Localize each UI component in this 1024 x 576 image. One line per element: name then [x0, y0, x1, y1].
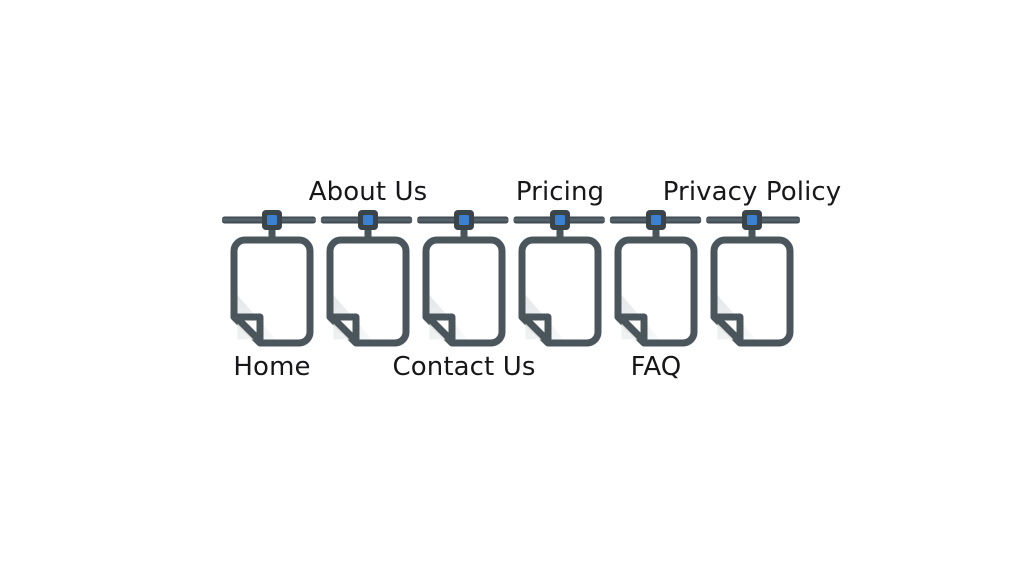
pin-dot-icon	[651, 215, 661, 225]
node-label-pricing: Pricing	[515, 177, 605, 207]
document-fold-corner	[712, 313, 744, 345]
node-stem	[652, 220, 660, 244]
node-label-about-us: About Us	[308, 177, 428, 207]
pin-dot-icon	[459, 215, 469, 225]
node-pricing[interactable]	[518, 210, 602, 347]
pin-dot-icon	[747, 215, 757, 225]
timeline-rail	[222, 216, 800, 224]
node-group	[230, 210, 794, 347]
document-fold-corner	[616, 313, 648, 345]
document-fold-corner	[232, 313, 264, 345]
node-stem	[364, 220, 372, 244]
node-contact-us[interactable]	[422, 210, 506, 347]
node-home[interactable]	[230, 210, 314, 347]
node-label-contact-us: Contact Us	[392, 352, 536, 382]
node-label-faq: FAQ	[630, 352, 682, 382]
pin-dot-icon	[555, 215, 565, 225]
node-stem	[460, 220, 468, 244]
document-fold-corner	[424, 313, 456, 345]
document-fold-corner	[328, 313, 360, 345]
node-privacy-policy[interactable]	[710, 210, 794, 347]
node-label-privacy-policy: Privacy Policy	[662, 177, 842, 207]
document-fold-corner	[520, 313, 552, 345]
node-faq[interactable]	[614, 210, 698, 347]
node-stem	[556, 220, 564, 244]
pin-dot-icon	[267, 215, 277, 225]
node-label-home: Home	[233, 352, 311, 382]
node-stem	[748, 220, 756, 244]
node-stem	[268, 220, 276, 244]
pin-dot-icon	[363, 215, 373, 225]
node-about-us[interactable]	[326, 210, 410, 347]
